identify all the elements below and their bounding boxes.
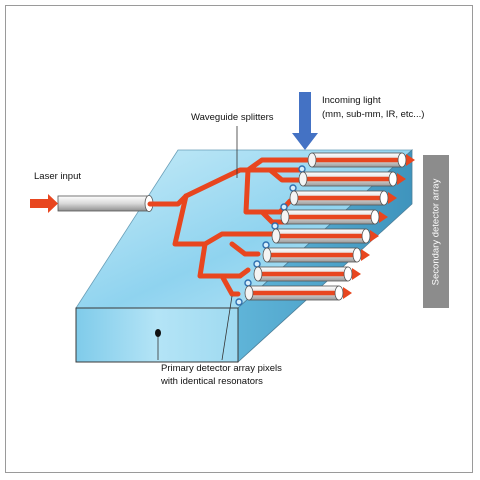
fiber-3 xyxy=(280,190,397,211)
output-arrow xyxy=(379,211,388,223)
fiber-start xyxy=(253,266,263,282)
waveguide-l2-a xyxy=(245,157,303,173)
fiber-start xyxy=(307,152,317,168)
incoming-light-label: Incoming light xyxy=(322,95,381,106)
waveguide-l1-a xyxy=(183,167,303,199)
resonator-icon xyxy=(289,184,297,192)
fiber-8 xyxy=(235,285,352,306)
waveguide-l1-b xyxy=(172,193,208,247)
fiber-4 xyxy=(271,209,388,230)
primary-array-sublabel: with identical resonators xyxy=(161,376,263,387)
fiber-start xyxy=(244,285,254,301)
fiber-end xyxy=(388,171,398,187)
primary-array-leader-2 xyxy=(221,295,233,361)
incoming-light-arrow xyxy=(292,92,318,150)
waveguide-l3-b xyxy=(267,167,308,183)
laser-input-arrow xyxy=(30,194,58,213)
primary-array-label: Primary detector array pixels xyxy=(161,363,282,374)
waveguide-l3-h xyxy=(219,273,241,297)
waveguide-l2-c xyxy=(202,231,265,247)
fiber-end xyxy=(361,228,371,244)
fiber-start xyxy=(280,209,290,225)
output-arrow xyxy=(361,249,370,261)
fiber-end xyxy=(334,285,344,301)
incoming-light-range-label: (mm, sub-mm, IR, etc...) xyxy=(322,109,425,120)
fiber-start xyxy=(271,228,281,244)
resonator-icon xyxy=(235,298,243,306)
resonator-icon xyxy=(298,165,306,173)
output-arrow xyxy=(343,287,352,299)
resonator-icon xyxy=(244,279,252,287)
fiber-end xyxy=(397,152,407,168)
fiber-end xyxy=(379,190,389,206)
output-arrow xyxy=(352,268,361,280)
waveguide-l3-g xyxy=(237,267,251,279)
waveguide-l3-f xyxy=(229,241,261,257)
output-arrow xyxy=(388,192,397,204)
secondary-array-label: Secondary detector array xyxy=(430,178,442,285)
secondary-detector-array: Secondary detector array xyxy=(423,155,449,308)
fiber-7 xyxy=(244,266,361,287)
waveguide-l2-d xyxy=(197,241,243,279)
fiber-5 xyxy=(262,228,379,249)
resonator-icon xyxy=(280,203,288,211)
output-arrow xyxy=(406,154,415,166)
fiber-start xyxy=(298,171,308,187)
fiber-start xyxy=(289,190,299,206)
fiber-2 xyxy=(289,171,406,192)
laser-input-label: Laser input xyxy=(34,171,82,182)
fiber-6 xyxy=(253,247,370,268)
laser-fiber xyxy=(57,195,151,212)
output-arrow xyxy=(397,173,406,185)
resonator-icon xyxy=(262,241,270,249)
waveguide-l2-b xyxy=(243,167,283,215)
primary-array-marker xyxy=(155,329,161,337)
fiber-end xyxy=(343,266,353,282)
fiber-end xyxy=(352,247,362,263)
resonator-icon xyxy=(253,260,261,268)
fiber-1 xyxy=(298,152,415,173)
fiber-end xyxy=(370,209,380,225)
fiber-start xyxy=(262,247,272,263)
figure-border xyxy=(5,5,473,473)
fiber-array xyxy=(235,152,415,306)
waveguide-splitters-label: Waveguide splitters xyxy=(191,112,274,123)
resonator-icon xyxy=(271,222,279,230)
output-arrow xyxy=(370,230,379,242)
